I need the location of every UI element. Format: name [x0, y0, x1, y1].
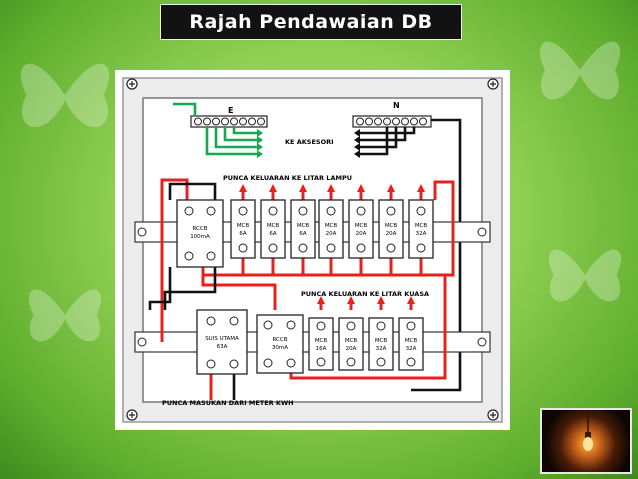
bottom-device-4-line1: MCB — [375, 338, 388, 344]
bottom-device-5-line2: 32A — [406, 346, 417, 352]
db-wiring-diagram: E N KE AKSESORI PUNCA KELUARAN KE LITAR — [115, 70, 510, 430]
earth-bar-label: E — [228, 106, 233, 115]
bottom-device-4-line2: 32A — [376, 346, 387, 352]
top-device-2-line2: 6A — [269, 231, 276, 237]
top-device-6-line1: MCB — [385, 223, 398, 229]
lightbulb-image — [540, 408, 632, 474]
top-device-1-line2: 6A — [239, 231, 246, 237]
butterfly-decoration — [28, 289, 102, 342]
bottom-breaker-row: SUIS UTAMA 63A RCCB 30mA MCB 16A MCB 20A… — [196, 309, 424, 375]
bottom-device-2-line2: 16A — [316, 346, 327, 352]
corner-screws — [126, 78, 499, 421]
top-device-5-line1: MCB — [355, 223, 368, 229]
top-device-0-line2: 100mA — [190, 234, 210, 240]
top-device-6-line2: 20A — [386, 231, 397, 237]
top-breaker-row: RCCB 100mA MCB 6A MCB 6A MCB 6A MCB 20A … — [176, 199, 434, 268]
top-device-5-line2: 20A — [356, 231, 367, 237]
top-device-1-line1: MCB — [237, 223, 250, 229]
top-device-4-line2: 20A — [326, 231, 337, 237]
top-device-3-line1: MCB — [297, 223, 310, 229]
accessories-label: KE AKSESORI — [285, 138, 334, 146]
top-device-3-line2: 6A — [299, 231, 306, 237]
bottom-device-1-line2: 30mA — [272, 345, 288, 351]
neutral-accessory-wires — [360, 118, 462, 392]
top-device-7-line1: MCB — [415, 223, 428, 229]
top-device-0-line1: RCCB — [192, 226, 207, 232]
bottom-device-5-line1: MCB — [405, 338, 418, 344]
bottom-device-1-line1: RCCB — [272, 337, 287, 343]
butterfly-decoration — [539, 41, 621, 100]
top-device-2-line1: MCB — [267, 223, 280, 229]
lighting-outputs-label: PUNCA KELUARAN KE LITAR LAMPU — [223, 174, 352, 182]
bottom-device-2-line1: MCB — [315, 338, 328, 344]
power-outputs-label: PUNCA KELUARAN KE LITAR KUASA — [301, 290, 429, 298]
bottom-device-3-line2: 20A — [346, 346, 357, 352]
bottom-device-3-line1: MCB — [345, 338, 358, 344]
slide-title: Rajah Pendawaian DB — [160, 4, 462, 40]
lightbulb-icon — [583, 410, 593, 451]
bottom-device-0-line1: SUIS UTAMA — [205, 336, 239, 342]
butterfly-decoration — [548, 249, 622, 302]
neutral-breaker-wires — [148, 182, 236, 400]
earth-wires — [173, 102, 257, 156]
bottom-device-0-line2: 63A — [217, 344, 228, 350]
top-device-4-line1: MCB — [325, 223, 338, 229]
bottom-device-0 — [196, 309, 248, 375]
meter-input-label: PUNCA MASUKAN DARI METER KWH — [162, 399, 294, 407]
top-device-7-line2: 32A — [416, 231, 427, 237]
butterfly-decoration — [20, 63, 110, 128]
neutral-bar-label: N — [393, 101, 400, 110]
